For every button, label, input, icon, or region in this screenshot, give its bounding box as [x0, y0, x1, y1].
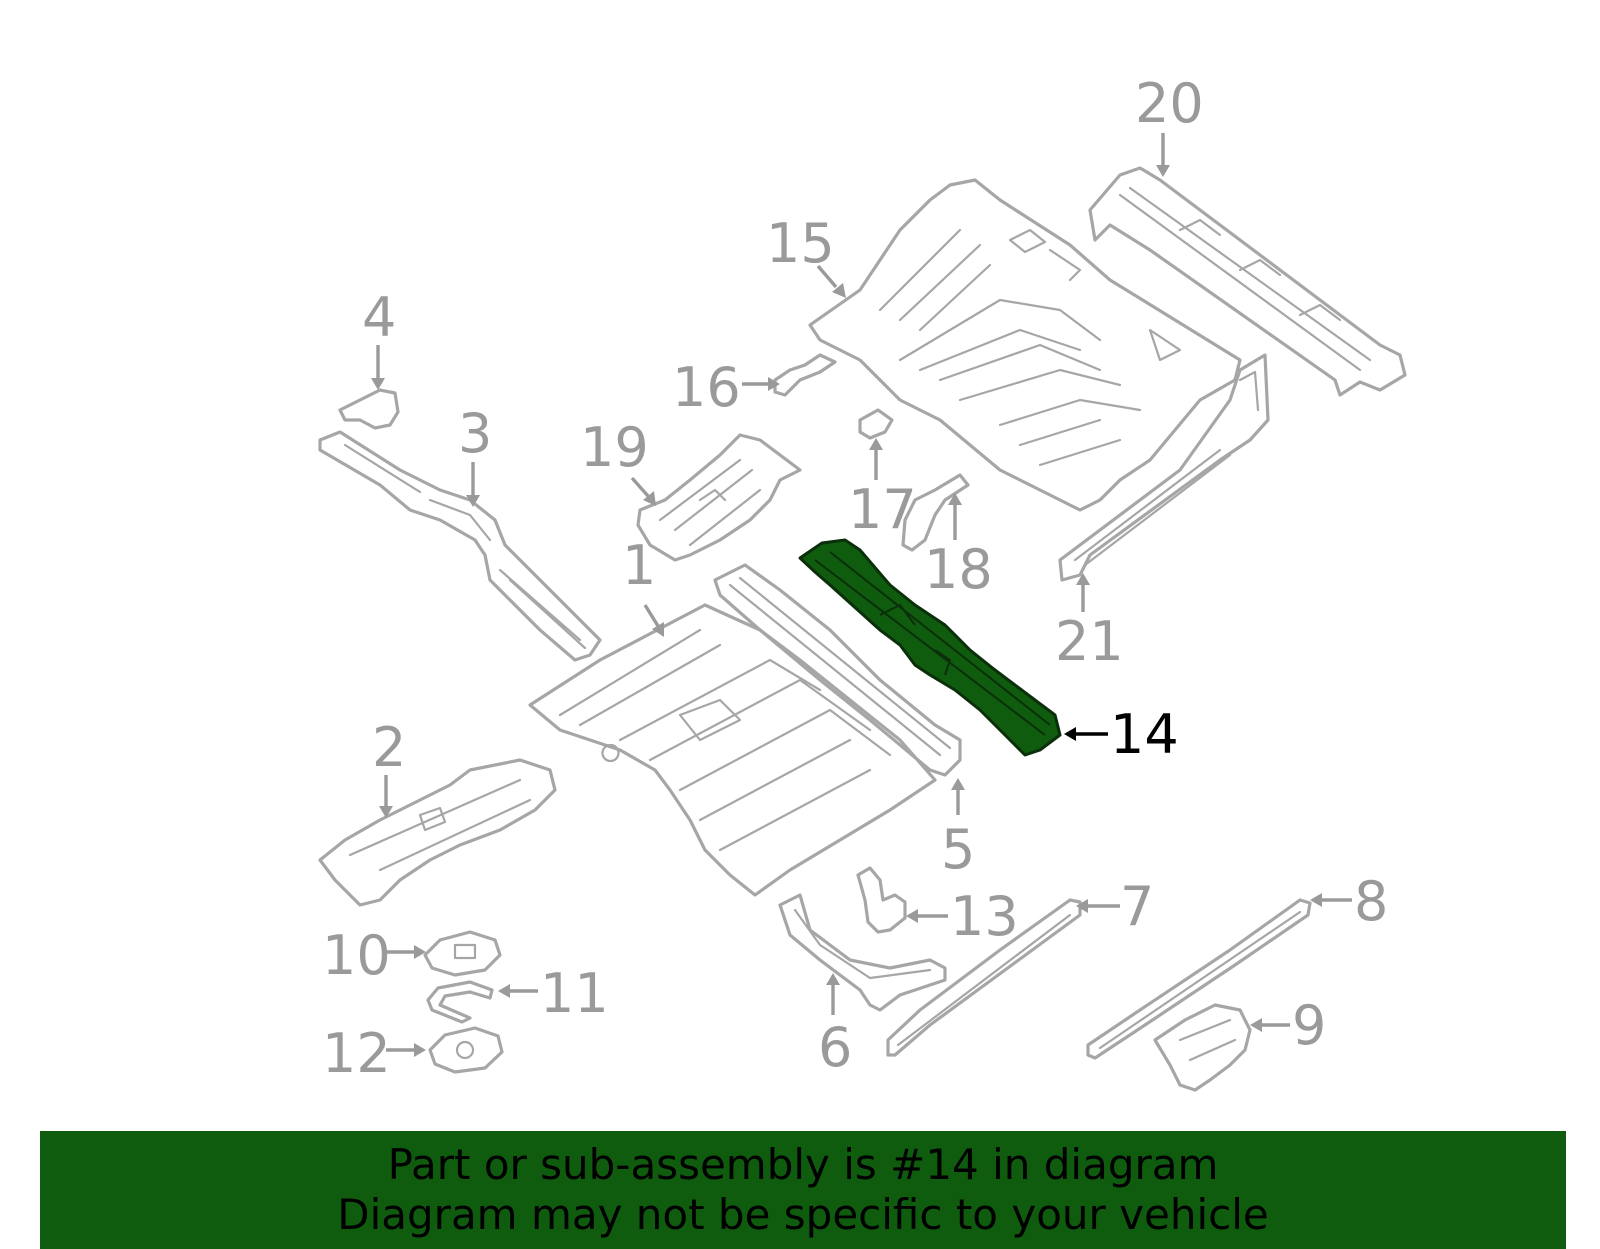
callout-18: 18: [924, 538, 993, 601]
part-10[interactable]: [423, 930, 502, 977]
part-20[interactable]: [1088, 166, 1407, 397]
callout-9: 9: [1292, 994, 1326, 1057]
part-13[interactable]: [856, 866, 907, 934]
callout-7: 7: [1120, 875, 1154, 938]
part-18[interactable]: [901, 473, 970, 552]
part-12[interactable]: [428, 1026, 504, 1074]
leader-lines: [371, 133, 1352, 1057]
part-17[interactable]: [858, 408, 894, 440]
callout-19: 19: [580, 416, 649, 479]
callout-21: 21: [1055, 610, 1124, 673]
part-21[interactable]: [1058, 353, 1270, 582]
callout-4: 4: [362, 286, 396, 349]
part-3[interactable]: [318, 430, 602, 662]
banner-line-part: Part or sub-assembly is #14 in diagram: [387, 1140, 1219, 1189]
part-14[interactable]: [798, 538, 1062, 757]
part-15[interactable]: [808, 178, 1242, 512]
part-4[interactable]: [338, 388, 400, 430]
callout-3: 3: [458, 402, 492, 465]
part-6[interactable]: [778, 893, 947, 1012]
part-11[interactable]: [426, 980, 494, 1024]
part-1[interactable]: [528, 603, 937, 897]
callout-5: 5: [941, 818, 975, 881]
part-7[interactable]: [886, 898, 1082, 1057]
banner-line-disclaimer: Diagram may not be specific to your vehi…: [337, 1190, 1269, 1239]
part-8[interactable]: [1086, 898, 1312, 1060]
callout-10: 10: [322, 924, 391, 987]
info-banner: Part or sub-assembly is #14 in diagram D…: [40, 1131, 1566, 1249]
callout-20: 20: [1135, 72, 1204, 135]
callout-13: 13: [950, 885, 1019, 948]
callout-2: 2: [372, 716, 406, 779]
callout-numbers: 20 15 4 16 3 19 17 18 21 1 14 2 5 13 7 8…: [322, 72, 1388, 1085]
part-9[interactable]: [1153, 1003, 1252, 1092]
callout-1: 1: [622, 534, 656, 597]
part-16[interactable]: [773, 353, 837, 397]
part-2[interactable]: [318, 758, 557, 907]
callout-14: 14: [1110, 703, 1179, 766]
callout-17: 17: [848, 478, 917, 541]
callout-15: 15: [766, 212, 835, 275]
callout-16: 16: [672, 356, 741, 419]
callout-12: 12: [322, 1022, 391, 1085]
callout-8: 8: [1354, 870, 1388, 933]
callout-6: 6: [818, 1016, 852, 1079]
callout-11: 11: [540, 962, 609, 1025]
part-19[interactable]: [636, 433, 802, 562]
part-5[interactable]: [713, 563, 962, 777]
